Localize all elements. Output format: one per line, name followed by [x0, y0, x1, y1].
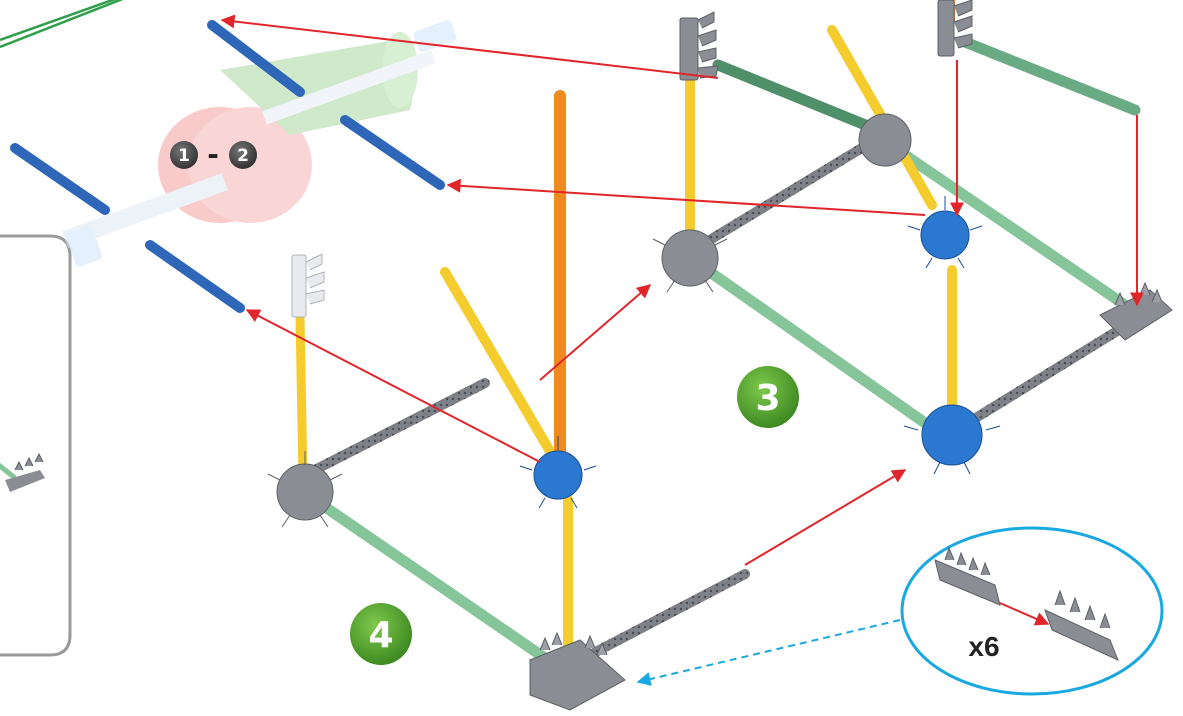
ref-badge-end	[229, 141, 257, 169]
gear-connector-right-end	[1099, 281, 1173, 341]
blue-connectors	[519, 196, 1001, 509]
gear-connector-top-left	[679, 11, 719, 81]
ref-dash: -	[207, 138, 219, 171]
gear-connector-back-top	[858, 113, 912, 167]
step-badge-4: 4	[350, 603, 412, 665]
gray-connectors	[267, 0, 1173, 711]
assembly-arrow-top	[220, 14, 719, 79]
blue-rods	[10, 20, 445, 313]
ref-badge-start-label: 1	[178, 146, 190, 166]
callout-arrow	[999, 602, 1050, 626]
reference-steps: 1 - 2	[170, 138, 257, 171]
white-connector-loose	[291, 253, 325, 318]
callout-connector-flat	[934, 546, 1001, 606]
blue-rod-low	[145, 240, 245, 313]
gear-connector-top-right	[937, 0, 973, 57]
blue-connector-right	[903, 404, 1001, 475]
step-badge-4-label: 4	[368, 615, 393, 656]
assembly-arrow-bottom	[744, 469, 907, 566]
blue-rod-left	[10, 143, 110, 215]
corner-stripes	[0, 0, 124, 49]
gear-connector-front-bottom	[529, 631, 626, 711]
green-rods	[309, 36, 1141, 671]
assembly-arrow-lower	[245, 309, 541, 463]
assembly-arrow-middle	[446, 178, 926, 216]
blue-connector-back	[907, 196, 983, 269]
callout-connector-folded	[1044, 589, 1119, 661]
assembly-arrows	[220, 14, 1144, 566]
step-badge-3-label: 3	[755, 378, 780, 419]
callout-bubble: x6	[636, 526, 1164, 696]
callout-quantity: x6	[968, 631, 999, 662]
ref-badge-start	[170, 141, 198, 169]
step-badge-3: 3	[737, 366, 799, 428]
assembly-arrow-diagonal	[539, 284, 652, 381]
ref-badge-end-label: 2	[237, 146, 249, 166]
blue-connector-front	[519, 436, 597, 509]
blue-rod-mid	[340, 115, 445, 190]
inset-panel-part	[0, 452, 45, 492]
inset-panel-frame	[0, 234, 72, 657]
blue-rod-top	[207, 20, 305, 97]
gear-connector-back-left	[652, 229, 728, 293]
callout-pointer	[636, 619, 901, 686]
gear-connector-front-left	[267, 451, 343, 528]
